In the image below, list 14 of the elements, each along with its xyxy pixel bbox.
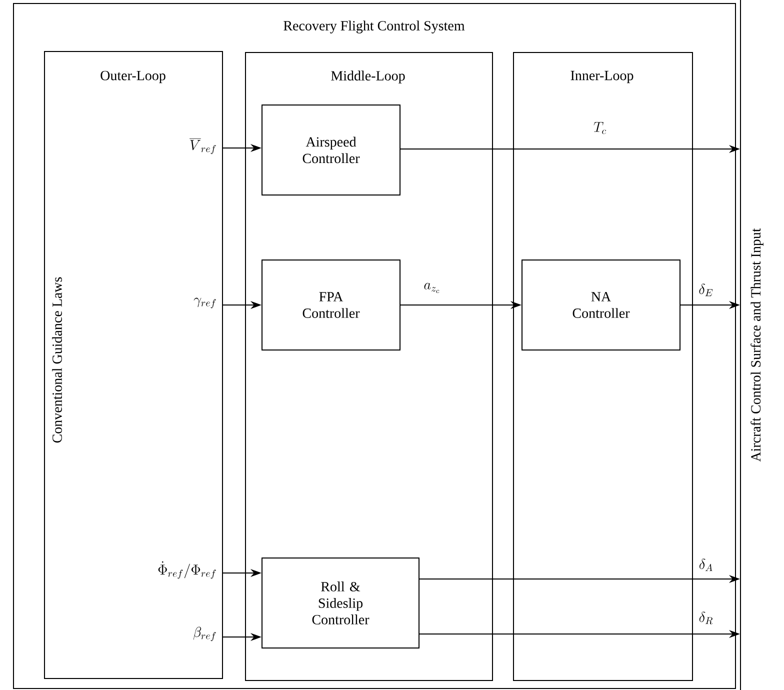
controller-box: Airspeed Controller (262, 104, 400, 196)
edge-label: $\overline{V}_{ref}$ (190, 138, 216, 154)
controller-box: Roll & Sideslip Controller (262, 558, 420, 648)
edge-label: $\delta_A$ (699, 558, 712, 572)
edge-label: $\beta_{ref}$ (193, 626, 216, 642)
edge-label: $\delta_E$ (699, 284, 713, 296)
edge-label: $T_c$ (594, 122, 606, 134)
controller-box: NA Controller (522, 260, 680, 350)
edge-label: $\dot{\Phi}_{ref}/\Phi_{ref}$ (158, 561, 216, 579)
edge-label: $a_{z_c}$ (424, 282, 440, 293)
edge-label: $\gamma_{ref}$ (194, 298, 216, 308)
aircraft-input-box: Aircraft Control Surface and Thrust Input (740, 0, 784, 690)
controller-box: FPA Controller (262, 260, 400, 350)
edge-label: $\delta_R$ (699, 612, 713, 624)
